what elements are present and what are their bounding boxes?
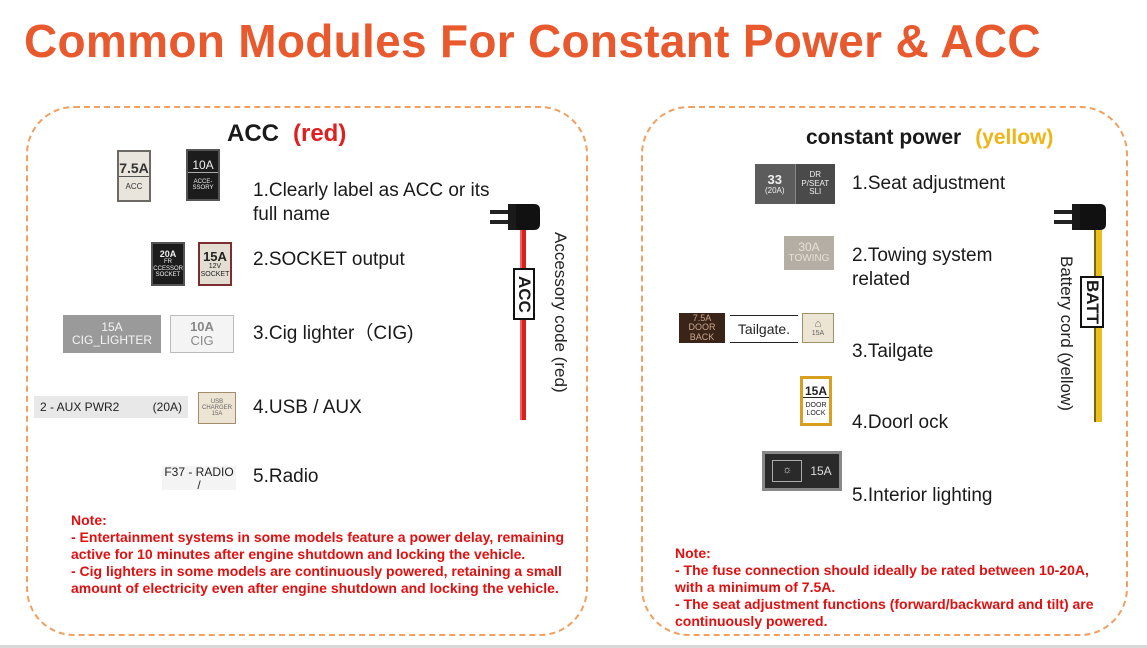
fuse-holder-neck: [508, 204, 516, 230]
acc-item-5: 5.Radio: [253, 466, 319, 487]
fuse-blade-top: [490, 210, 508, 214]
cp-note-line-2: - The seat adjustment functions (forward…: [675, 596, 1094, 629]
acc-cord-label: Accessory code (red): [551, 232, 570, 393]
acc-fuse-tap-cord: [490, 204, 540, 420]
acc-note-line-2: - Cig lighters in some models are contin…: [71, 563, 562, 596]
cp-note: Note: - The fuse connection should ideal…: [675, 545, 1105, 630]
acc-note-line-1: - Entertainment systems in some models f…: [71, 529, 565, 562]
constant-power-panel: [641, 106, 1128, 636]
acc-wire-highlight: [520, 230, 522, 420]
acc-item-2: 2.SOCKET output: [253, 249, 405, 270]
acc-wire: [520, 230, 526, 420]
fuse-holder: [516, 204, 540, 230]
fuse-holder: [1080, 204, 1106, 230]
fuse-label-aux-pwr2: 2 - AUX PWR2(20A): [34, 396, 188, 418]
footer-divider: [0, 645, 1147, 648]
fuse-label-tailgate-icon: ⌂15A: [802, 313, 834, 343]
batt-cord-label: Battery cord (yellow): [1057, 256, 1076, 411]
cp-heading-label: constant power: [806, 126, 962, 149]
fuse-blade-bottom: [1054, 220, 1072, 224]
fuse-blade-top: [1054, 210, 1072, 214]
cp-note-line-1: - The fuse connection should ideally be …: [675, 562, 1089, 595]
fuse-label-seat: 33(20A) DR P/SEAT SLI: [755, 164, 835, 204]
batt-cord-tag: BATT: [1080, 276, 1104, 328]
acc-heading-label: ACC: [227, 120, 279, 147]
cp-item-1: 1.Seat adjustment: [852, 173, 1006, 194]
acc-cord-tag: ACC: [513, 268, 535, 320]
cp-item-3: 3.Tailgate: [852, 341, 934, 362]
cp-note-title: Note:: [675, 545, 711, 561]
cp-heading-color: (yellow): [975, 126, 1054, 149]
fuse-holder-neck: [1072, 204, 1080, 230]
acc-note: Note: - Entertainment systems in some mo…: [71, 512, 569, 597]
acc-note-title: Note:: [71, 512, 107, 528]
fuse-label-cig-lighter-strip: 15A CIG_LIGHTER: [63, 315, 161, 353]
cp-item-4: 4.Doorl ock: [852, 412, 949, 433]
fuse-label-radio: F37 - RADIO /: [162, 466, 236, 490]
acc-item-3: 3.Cig lighter（CIG): [253, 323, 414, 344]
cp-item-2: 2.Towing system related: [852, 245, 993, 290]
fuse-label-tailgate: Tailgate.: [730, 315, 798, 343]
car-icon: ⌂: [814, 317, 822, 330]
fuse-label-interior-light: ☼15A: [762, 451, 842, 491]
page-title: Common Modules For Constant Power & ACC: [24, 15, 1041, 67]
acc-item-4: 4.USB / AUX: [253, 397, 362, 418]
acc-heading-color: (red): [293, 120, 347, 147]
cp-heading: constant power (yellow): [806, 126, 1053, 150]
acc-item-1: 1.Clearly label as ACC or its full name: [253, 180, 490, 225]
acc-panel: [26, 106, 588, 636]
acc-heading: ACC (red): [227, 120, 346, 148]
interior-light-icon: ☼: [772, 460, 803, 482]
cp-item-5: 5.Interior lighting: [852, 485, 993, 506]
fuse-blade-bottom: [490, 220, 508, 224]
